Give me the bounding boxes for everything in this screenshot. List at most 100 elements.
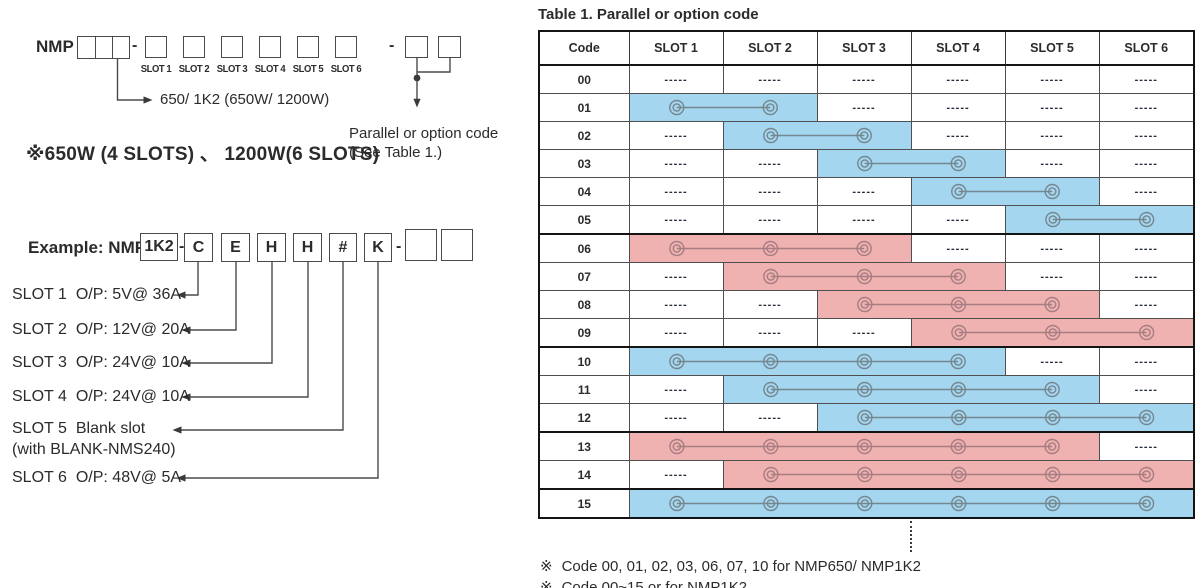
example-code-box-6: K xyxy=(364,233,392,262)
parallel-connector-icon xyxy=(668,353,966,370)
table-row: 06--------------- xyxy=(538,233,1195,263)
dash-cell: ----- xyxy=(816,177,912,206)
example-label: Example: NMP xyxy=(28,238,147,257)
code-cell: 15 xyxy=(538,488,630,519)
slot-caption-2: SLOT 2 xyxy=(178,63,210,75)
parallel-run-cell xyxy=(1004,205,1195,235)
example-code-box-1: C xyxy=(184,233,213,262)
example-option-box-2 xyxy=(441,229,473,261)
parallel-connector-icon xyxy=(950,324,1154,341)
parallel-run-cell xyxy=(628,233,912,263)
segment-divider xyxy=(95,37,96,58)
parallel-connector-icon xyxy=(950,183,1060,200)
dash-cell: ----- xyxy=(628,290,724,319)
dash-cell: ----- xyxy=(628,121,724,150)
dash-cell: ----- xyxy=(722,403,818,433)
column-header: Code xyxy=(538,30,630,66)
example-code-box-2: E xyxy=(221,233,250,262)
parallel-connector-icon xyxy=(668,495,1154,512)
dash-cell: ----- xyxy=(628,460,724,490)
example-code-box-4: H xyxy=(293,233,322,262)
dash-cell: ----- xyxy=(816,64,912,94)
parallel-connector-icon xyxy=(668,99,778,116)
series-prefix: NMP xyxy=(36,37,74,56)
dash-cell: ----- xyxy=(1098,233,1195,263)
parallel-run-cell xyxy=(722,460,1195,490)
table-continuation-ellipsis xyxy=(910,521,912,552)
table-row: 15 xyxy=(538,488,1195,519)
slot-desc-5-sub: (with BLANK-NMS240) xyxy=(12,441,176,458)
dash-cell: ----- xyxy=(816,318,912,348)
reference-mark: ※ xyxy=(26,144,45,165)
dash-cell: ----- xyxy=(910,233,1006,263)
table-row: 05-------------------- xyxy=(538,205,1195,235)
dash-cell: ----- xyxy=(910,205,1006,235)
dash-cell: ----- xyxy=(1098,375,1195,404)
dash-cell: ----- xyxy=(628,375,724,404)
code-cell: 04 xyxy=(538,177,630,206)
column-header: SLOT 4 xyxy=(910,30,1006,66)
note-line-1: ※Code 00, 01, 02, 03, 06, 07, 10 for NMP… xyxy=(540,558,921,575)
dash-cell: ----- xyxy=(816,205,912,235)
example-power-code-box: 1K2 xyxy=(140,233,178,261)
dash-cell: ----- xyxy=(722,64,818,94)
parallel-run-cell xyxy=(910,177,1100,206)
slot-caption-1: SLOT 1 xyxy=(140,63,172,75)
dash-cell: ----- xyxy=(910,121,1006,150)
dash-cell: ----- xyxy=(722,205,818,235)
code-cell: 02 xyxy=(538,121,630,150)
parallel-connector-icon xyxy=(856,296,1060,313)
code-cell: 01 xyxy=(538,93,630,122)
dash-cell: ----- xyxy=(1004,346,1100,376)
table-row: 11---------- xyxy=(538,375,1195,404)
code-cell: 14 xyxy=(538,460,630,490)
table-row: 04-------------------- xyxy=(538,177,1195,206)
dash-cell: ----- xyxy=(1004,93,1100,122)
parallel-connector-icon xyxy=(668,240,872,257)
dash-cell: ----- xyxy=(1098,346,1195,376)
column-header: SLOT 2 xyxy=(722,30,818,66)
code-cell: 08 xyxy=(538,290,630,319)
code-cell: 12 xyxy=(538,403,630,433)
slot-code-box-3 xyxy=(221,36,243,58)
column-header: SLOT 5 xyxy=(1004,30,1100,66)
example-option-box-1 xyxy=(405,229,437,261)
parallel-run-cell xyxy=(628,93,818,122)
table-row: 07--------------- xyxy=(538,262,1195,291)
slot-code-box-1 xyxy=(145,36,167,58)
dash-separator: - xyxy=(179,238,185,255)
parallel-run-cell xyxy=(816,149,1006,178)
dash-cell: ----- xyxy=(1098,64,1195,94)
dash-cell: ----- xyxy=(1098,290,1195,319)
dash-cell: ----- xyxy=(628,403,724,433)
dash-separator: - xyxy=(132,37,138,54)
column-header: SLOT 1 xyxy=(628,30,724,66)
code-cell: 11 xyxy=(538,375,630,404)
parallel-run-cell xyxy=(816,290,1100,319)
table-row: 01-------------------- xyxy=(538,93,1195,122)
dash-cell: ----- xyxy=(722,318,818,348)
slot-code-box-5 xyxy=(297,36,319,58)
dash-cell: ----- xyxy=(628,149,724,178)
parallel-option-note: Parallel or option code (See Table 1.) xyxy=(349,125,499,161)
parallel-connector-icon xyxy=(762,466,1154,483)
dash-cell: ----- xyxy=(628,177,724,206)
table-row: 13----- xyxy=(538,431,1195,461)
dash-cell: ----- xyxy=(1098,431,1195,461)
table-row: 03-------------------- xyxy=(538,149,1195,178)
dash-cell: ----- xyxy=(628,205,724,235)
parallel-run-cell xyxy=(722,262,1006,291)
code-cell: 06 xyxy=(538,233,630,263)
dash-separator: - xyxy=(396,238,402,255)
slot-caption-6: SLOT 6 xyxy=(330,63,362,75)
slot-caption-5: SLOT 5 xyxy=(292,63,324,75)
slot-code-box-4 xyxy=(259,36,281,58)
